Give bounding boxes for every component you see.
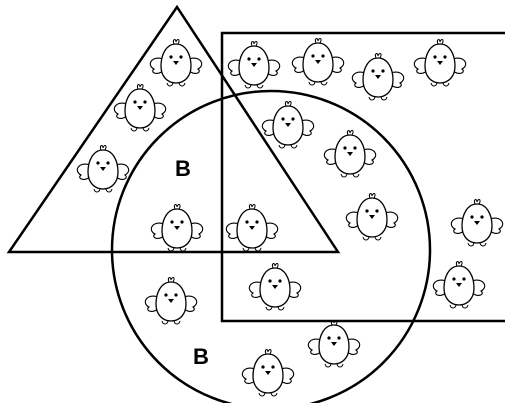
chick-icon bbox=[114, 85, 165, 131]
chick-icon bbox=[226, 205, 277, 251]
chick-icon bbox=[433, 262, 484, 308]
chick-icon bbox=[151, 205, 202, 251]
chick-icon bbox=[262, 102, 313, 148]
chick-icon bbox=[145, 278, 196, 324]
chick-icon bbox=[346, 194, 397, 240]
region-label-b: B bbox=[175, 156, 191, 181]
chick-icon bbox=[451, 200, 502, 246]
chick-icon bbox=[414, 40, 465, 86]
region-label-b: B bbox=[193, 344, 209, 369]
chick-icon bbox=[308, 321, 359, 367]
chick-icon bbox=[352, 54, 403, 100]
chick-icon bbox=[228, 42, 279, 88]
chick-icon bbox=[242, 350, 293, 396]
chick-icon bbox=[77, 146, 128, 192]
chick-icon bbox=[150, 40, 201, 86]
chick-icon bbox=[324, 131, 375, 177]
chick-icon bbox=[292, 39, 343, 85]
chick-icon bbox=[249, 264, 300, 310]
